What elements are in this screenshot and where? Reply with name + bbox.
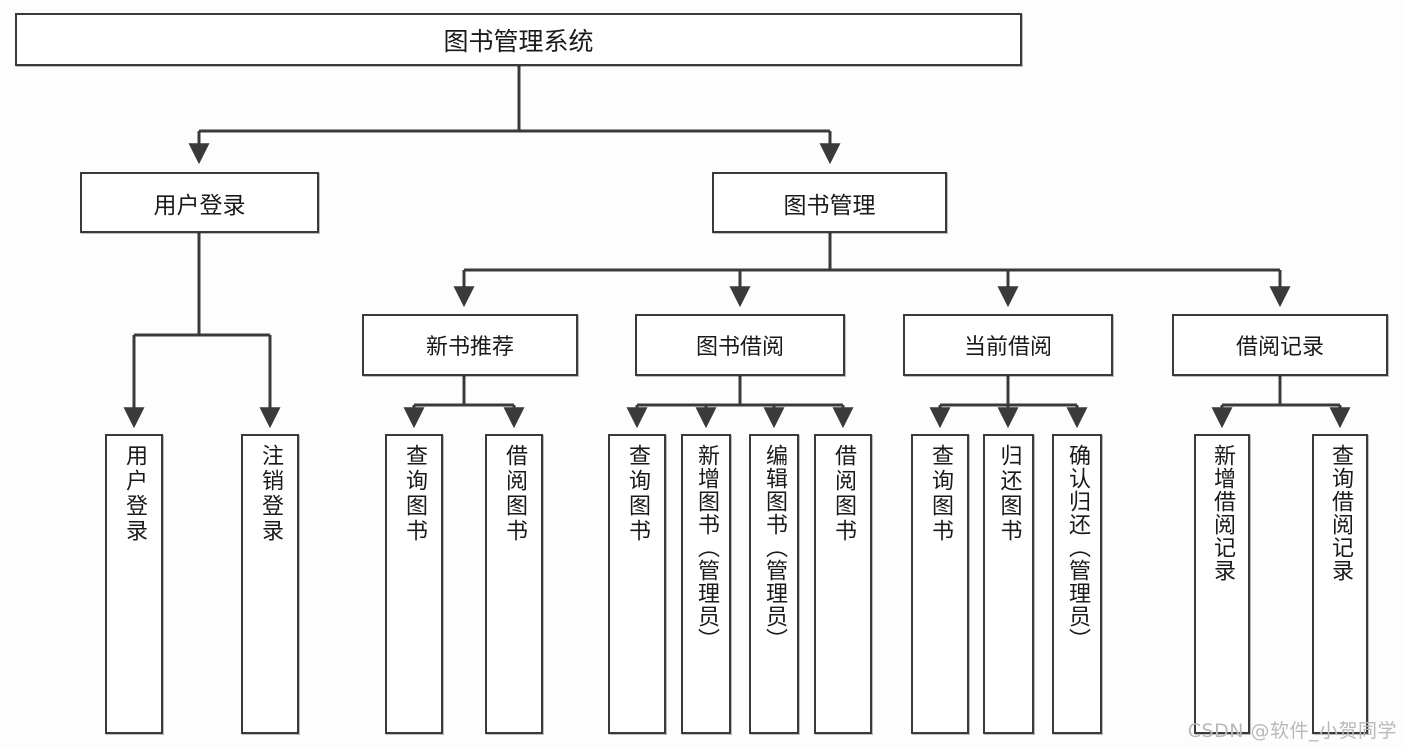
node-book-borrow[interactable]: 图书借阅 [635, 314, 845, 376]
node-user-login[interactable]: 用户登录 [80, 172, 319, 233]
node-current-borrow[interactable]: 当前借阅 [903, 314, 1113, 376]
leaf-query-book-1[interactable]: 查询图书 [385, 434, 443, 734]
leaf-borrow-book-1-label: 借阅图书 [502, 444, 527, 544]
leaf-query-book-3[interactable]: 查询图书 [911, 434, 969, 734]
node-root[interactable]: 图书管理系统 [15, 13, 1022, 66]
node-borrow-record[interactable]: 借阅记录 [1172, 314, 1388, 376]
leaf-logout-login[interactable]: 注销登录 [241, 434, 299, 734]
leaf-user-login-label: 用户登录 [122, 444, 147, 544]
leaf-add-borrow-record-label: 新增借阅记录 [1210, 444, 1235, 582]
leaf-confirm-return[interactable]: 确认归还（管理员） [1052, 434, 1102, 734]
leaf-query-book-1-label: 查询图书 [402, 444, 427, 544]
node-new-book-recommend-label: 新书推荐 [425, 335, 514, 360]
leaf-borrow-book-2[interactable]: 借阅图书 [814, 434, 872, 734]
node-root-label: 图书管理系统 [443, 26, 594, 56]
leaf-add-borrow-record[interactable]: 新增借阅记录 [1194, 434, 1250, 734]
leaf-query-book-2[interactable]: 查询图书 [608, 434, 666, 734]
leaf-add-book[interactable]: 新增图书（管理员） [681, 434, 731, 734]
node-book-management[interactable]: 图书管理 [712, 172, 947, 233]
watermark: CSDN @软件_小贺同学 [1187, 720, 1397, 742]
leaf-query-book-3-label: 查询图书 [928, 444, 953, 544]
leaf-edit-book-label: 编辑图书（管理员） [762, 444, 787, 651]
node-new-book-recommend[interactable]: 新书推荐 [362, 314, 578, 376]
node-book-borrow-label: 图书借阅 [695, 335, 784, 360]
leaf-add-book-label: 新增图书（管理员） [694, 444, 719, 651]
node-borrow-record-label: 借阅记录 [1235, 335, 1324, 360]
leaf-query-borrow-record-label: 查询借阅记录 [1328, 444, 1353, 582]
leaf-query-borrow-record[interactable]: 查询借阅记录 [1312, 434, 1368, 734]
leaf-borrow-book-1[interactable]: 借阅图书 [485, 434, 543, 734]
leaf-confirm-return-label: 确认归还（管理员） [1065, 444, 1090, 651]
leaf-return-book[interactable]: 归还图书 [983, 434, 1034, 734]
leaf-user-login[interactable]: 用户登录 [105, 434, 163, 734]
node-book-management-label: 图书管理 [783, 192, 876, 219]
leaf-edit-book[interactable]: 编辑图书（管理员） [749, 434, 799, 734]
node-user-login-label: 用户登录 [153, 192, 246, 219]
leaf-query-book-2-label: 查询图书 [625, 444, 650, 544]
leaf-return-book-label: 归还图书 [996, 444, 1022, 544]
leaf-logout-login-label: 注销登录 [258, 444, 283, 544]
leaf-borrow-book-2-label: 借阅图书 [831, 444, 856, 544]
node-current-borrow-label: 当前借阅 [963, 335, 1052, 360]
